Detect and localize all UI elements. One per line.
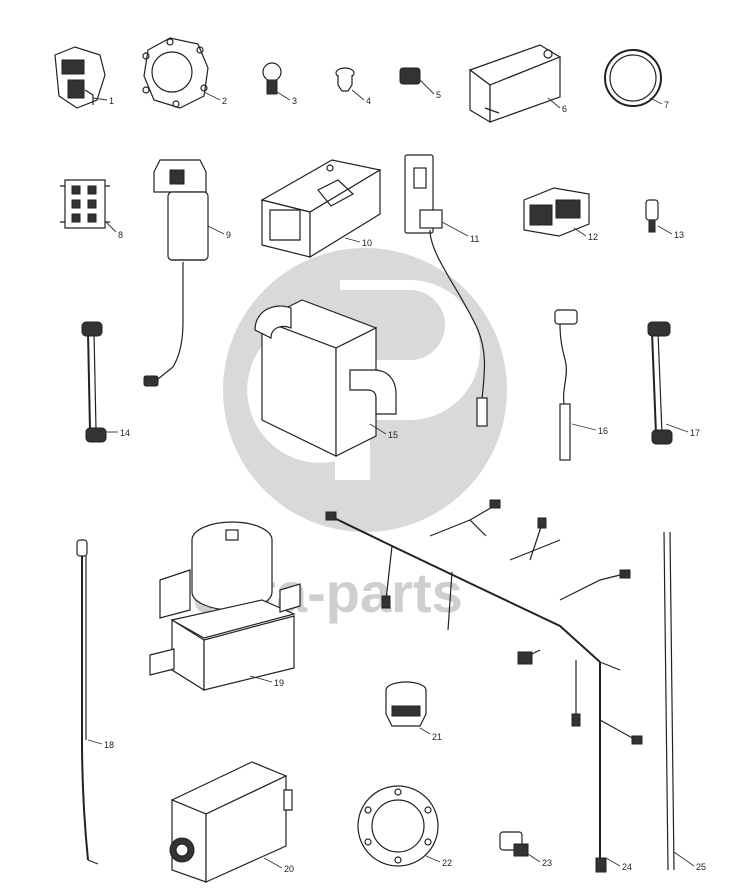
part-number-2: 2 <box>222 96 227 106</box>
part-number-10: 10 <box>362 238 372 248</box>
part-number-8: 8 <box>118 230 123 240</box>
part-labels: 1 2 3 4 5 6 7 8 9 10 11 12 13 14 15 16 1… <box>104 90 706 874</box>
part-number-15: 15 <box>388 430 398 440</box>
part-number-1: 1 <box>109 96 114 106</box>
part-number-19: 19 <box>274 678 284 688</box>
part-number-14: 14 <box>120 428 130 438</box>
part-2-gasket <box>142 37 221 109</box>
part-number-6: 6 <box>562 104 567 114</box>
part-20-enclosure <box>169 761 293 883</box>
part-14-rod <box>81 321 118 443</box>
part-8-relay-block <box>60 179 117 233</box>
part-21-fitting <box>385 681 431 735</box>
part-10-housing <box>260 159 382 259</box>
part-11-sensor <box>404 154 488 427</box>
part-number-16: 16 <box>598 426 608 436</box>
part-number-24: 24 <box>622 862 632 872</box>
part-1-switch <box>54 46 108 109</box>
part-number-9: 9 <box>226 230 231 240</box>
part-number-23: 23 <box>542 858 552 868</box>
part-22-gasket <box>357 785 441 867</box>
part-18-cable <box>76 539 103 865</box>
part-number-25: 25 <box>696 862 706 872</box>
part-25-rod <box>663 531 695 871</box>
part-number-13: 13 <box>674 230 684 240</box>
part-number-12: 12 <box>588 232 598 242</box>
part-7-o-ring <box>604 49 663 107</box>
part-number-11: 11 <box>470 234 479 244</box>
part-15-box <box>254 299 397 457</box>
part-number-5: 5 <box>436 90 441 100</box>
part-number-17: 17 <box>690 428 700 438</box>
part-number-21: 21 <box>432 732 442 742</box>
part-5-connector <box>399 67 435 95</box>
part-4-plug <box>335 67 365 101</box>
part-12-connector-block <box>523 187 590 237</box>
part-number-4: 4 <box>366 96 371 106</box>
part-13-small-sensor <box>645 199 673 235</box>
part-19-solenoid-valve <box>149 521 301 692</box>
watermark-logo <box>335 280 480 480</box>
part-9-fuel-filter <box>143 159 225 387</box>
part-24-harness <box>325 499 643 873</box>
part-number-18: 18 <box>104 740 114 750</box>
part-3-bulb <box>262 62 291 101</box>
part-number-22: 22 <box>442 858 452 868</box>
part-17-rod <box>647 321 689 445</box>
part-16-probe <box>554 309 597 461</box>
part-6-bracket <box>468 44 562 124</box>
part-number-7: 7 <box>664 100 669 110</box>
part-23-connector <box>499 831 541 863</box>
part-number-20: 20 <box>284 864 294 874</box>
part-number-3: 3 <box>292 96 297 106</box>
